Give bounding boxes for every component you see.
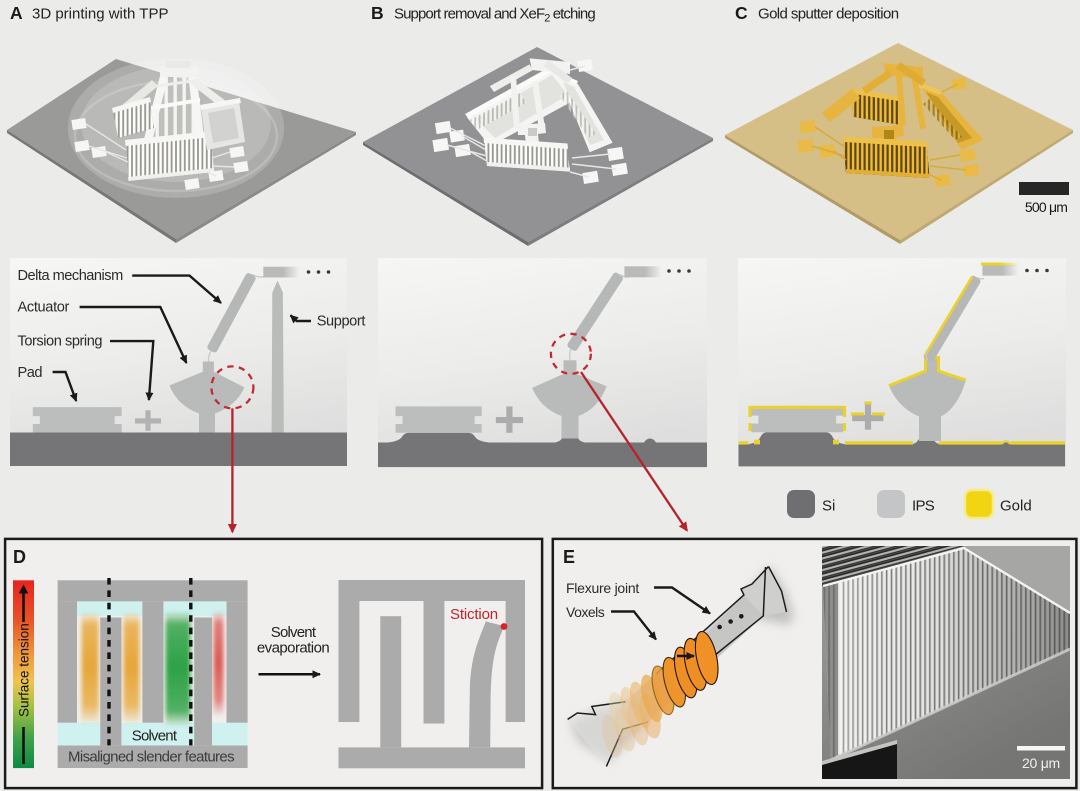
svg-text:Surface tension: Surface tension (17, 623, 32, 717)
svg-text:Gold sputter deposition: Gold sputter deposition (758, 6, 899, 23)
svg-text:Support: Support (317, 314, 366, 330)
svg-text:C: C (735, 3, 748, 23)
svg-text:A: A (10, 3, 23, 23)
svg-text:Actuator: Actuator (18, 300, 70, 316)
svg-text:Torsion spring: Torsion spring (18, 334, 103, 350)
svg-text:3D printing with TPP: 3D printing with TPP (32, 6, 168, 23)
svg-text:evaporation: evaporation (257, 640, 330, 657)
svg-text:Misaligned slender features: Misaligned slender features (68, 749, 234, 766)
svg-text:Pad: Pad (18, 365, 43, 381)
svg-text:500 μm: 500 μm (1025, 199, 1067, 215)
svg-text:B: B (371, 3, 384, 23)
svg-text:20 μm: 20 μm (1022, 755, 1060, 771)
svg-text:Voxels: Voxels (566, 604, 605, 620)
svg-text:D: D (13, 547, 26, 567)
svg-text:Stiction: Stiction (450, 606, 498, 623)
svg-text:Flexure joint: Flexure joint (566, 580, 639, 596)
svg-text:Support removal and XeF2 etchi: Support removal and XeF2 etching (394, 6, 595, 25)
svg-text:Solvent: Solvent (271, 624, 317, 641)
svg-text:IPS: IPS (912, 498, 935, 515)
svg-text:Si: Si (822, 498, 835, 515)
svg-text:Solvent: Solvent (132, 728, 178, 745)
svg-text:Gold: Gold (1000, 498, 1032, 515)
svg-text:E: E (563, 547, 575, 567)
svg-text:Delta mechanism: Delta mechanism (18, 268, 124, 284)
